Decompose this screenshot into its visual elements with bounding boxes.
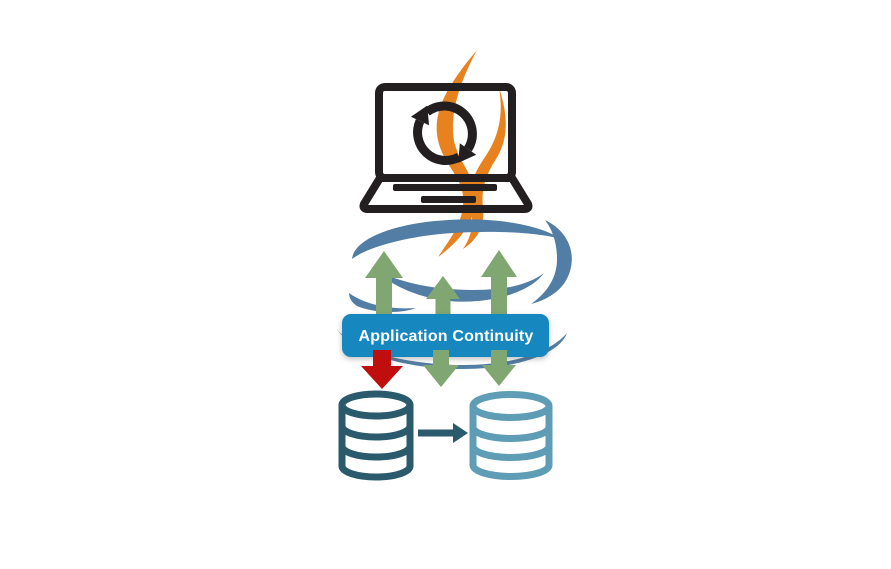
- db-dark-divider-1: [338, 422, 414, 441]
- up-arrows: [365, 250, 517, 330]
- swirl-upper-swoosh: [352, 219, 561, 259]
- banner-label: Application Continuity: [358, 328, 533, 345]
- green-up-arrow-icon-right: [481, 250, 517, 330]
- db-dark-divider-2: [338, 442, 414, 461]
- laptop-sync-icon: [359, 83, 533, 213]
- continuity-banner: Application Continuity: [342, 314, 549, 357]
- sync-arrowhead-left: [410, 105, 430, 126]
- swirl-handle-crescent: [531, 220, 572, 304]
- database-light-icon: [469, 391, 553, 480]
- failover-right-arrow-icon: [418, 423, 468, 443]
- laptop-base: [359, 174, 533, 213]
- green-up-arrow-icon-left: [365, 251, 403, 330]
- sync-arc-bottom: [413, 119, 462, 165]
- green-up-arrow-icon-middle: [426, 276, 460, 330]
- db-light-body: [469, 402, 553, 480]
- green-down-arrow-icon-right: [482, 350, 516, 386]
- db-dark-top: [338, 390, 414, 420]
- swirl-bottom-arc: [337, 329, 567, 370]
- down-arrows: [361, 350, 516, 389]
- sync-arc-top: [424, 101, 477, 152]
- banner-background: [342, 314, 549, 357]
- failover-arrow-head: [453, 423, 468, 443]
- db-light-top: [469, 391, 553, 421]
- sync-arrowhead-right: [458, 143, 477, 163]
- sync-arrows-icon: [410, 101, 477, 165]
- red-down-arrow-icon: [361, 350, 403, 389]
- db-light-divider-2: [469, 442, 553, 461]
- swirl-lower-curl: [349, 293, 416, 312]
- green-down-arrow-icon-middle: [423, 350, 459, 387]
- db-dark-body: [338, 401, 414, 481]
- db-light-divider-1: [469, 423, 553, 442]
- keyboard-bar-top: [393, 184, 497, 191]
- keyboard-bar-bottom: [421, 196, 476, 203]
- database-dark-icon: [338, 390, 414, 481]
